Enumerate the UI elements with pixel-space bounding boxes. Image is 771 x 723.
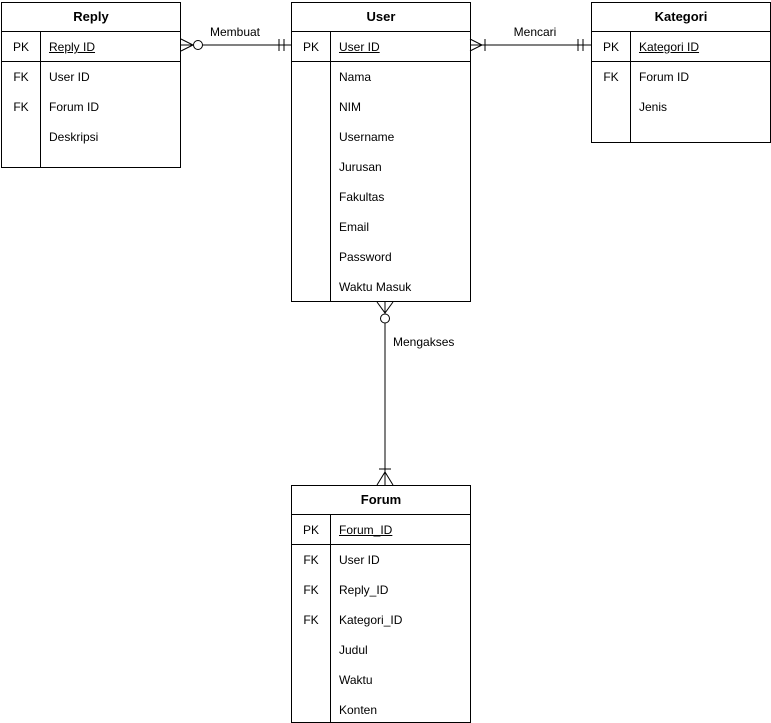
key-badge-empty bbox=[292, 665, 330, 695]
entity-kategori-title: Kategori bbox=[592, 3, 770, 32]
key-badge-empty bbox=[292, 242, 330, 272]
field-label: Waktu bbox=[339, 673, 373, 687]
entity-forum[interactable]: Forum PK Forum_ID FK FK FK User ID Reply… bbox=[291, 485, 471, 723]
pk-field-label: Kategori ID bbox=[639, 40, 700, 54]
entity-user-body: PK User ID Nama NIM Username Jurusan Fak… bbox=[292, 32, 470, 302]
connector-mengakses[interactable] bbox=[376, 301, 394, 486]
key-badge-empty bbox=[292, 212, 330, 242]
optional-circle-icon bbox=[380, 313, 390, 324]
relationship-label-membuat[interactable]: Membuat bbox=[197, 25, 273, 39]
field-label: Jenis bbox=[639, 100, 668, 114]
entity-reply-title: Reply bbox=[2, 3, 180, 32]
pk-field: Forum_ID bbox=[331, 515, 470, 545]
entity-reply[interactable]: Reply PK Reply ID FK FK User ID Forum ID… bbox=[1, 2, 181, 168]
field-label: NIM bbox=[339, 100, 361, 114]
field-label: Deskripsi bbox=[49, 130, 99, 144]
connector-membuat[interactable] bbox=[180, 38, 291, 52]
key-badge-empty bbox=[292, 62, 330, 92]
key-column bbox=[292, 62, 331, 302]
key-column: FK bbox=[592, 62, 631, 142]
field-label: Username bbox=[339, 130, 395, 144]
field-label: Judul bbox=[339, 643, 368, 657]
key-badge-empty bbox=[592, 92, 630, 122]
pk-field: Kategori ID bbox=[631, 32, 770, 62]
key-column: FK FK bbox=[2, 62, 41, 167]
fk-badge: FK bbox=[303, 553, 319, 567]
pk-badge: PK bbox=[292, 515, 331, 545]
key-badge-empty bbox=[292, 635, 330, 665]
field-label: Password bbox=[339, 250, 392, 264]
pk-badge: PK bbox=[592, 32, 631, 62]
field-label: Nama bbox=[339, 70, 372, 84]
field-label: Fakultas bbox=[339, 190, 385, 204]
entity-forum-title: Forum bbox=[292, 486, 470, 515]
fk-badge: FK bbox=[303, 613, 319, 627]
entity-kategori-body: PK Kategori ID FK Forum ID Jenis bbox=[592, 32, 770, 142]
fk-badge: FK bbox=[303, 583, 319, 597]
entity-user-title: User bbox=[292, 3, 470, 32]
field-label: User ID bbox=[339, 553, 380, 567]
key-badge-empty bbox=[292, 152, 330, 182]
pk-field-label: Reply ID bbox=[49, 40, 96, 54]
key-column: FK FK FK bbox=[292, 545, 331, 723]
pk-field: User ID bbox=[331, 32, 470, 62]
field-column: User ID Reply_ID Kategori_ID Judul Waktu… bbox=[331, 545, 470, 723]
crow-foot-many-icon bbox=[376, 471, 394, 486]
crow-foot-many-icon bbox=[469, 38, 484, 52]
field-label: Reply_ID bbox=[339, 583, 389, 597]
field-column: Nama NIM Username Jurusan Fakultas Email… bbox=[331, 62, 470, 302]
fk-badge: FK bbox=[13, 70, 29, 84]
double-tick-one-icon bbox=[577, 39, 584, 51]
optional-circle-icon bbox=[193, 40, 203, 50]
key-badge-empty bbox=[292, 182, 330, 212]
field-label: Jurusan bbox=[339, 160, 382, 174]
key-badge-empty bbox=[292, 695, 330, 723]
entity-reply-body: PK Reply ID FK FK User ID Forum ID Deskr… bbox=[2, 32, 180, 167]
field-label: Email bbox=[339, 220, 370, 234]
field-label: Konten bbox=[339, 703, 378, 717]
field-column: User ID Forum ID Deskripsi bbox=[41, 62, 180, 167]
crow-foot-many-icon bbox=[180, 38, 195, 52]
key-badge-empty bbox=[292, 122, 330, 152]
fk-badge: FK bbox=[603, 70, 619, 84]
field-label: Forum ID bbox=[49, 100, 100, 114]
pk-field: Reply ID bbox=[41, 32, 180, 62]
relationship-label-mencari[interactable]: Mencari bbox=[497, 25, 573, 39]
entity-forum-body: PK Forum_ID FK FK FK User ID Reply_ID Ka… bbox=[292, 515, 470, 723]
field-label: Forum ID bbox=[639, 70, 690, 84]
field-column: Forum ID Jenis bbox=[631, 62, 770, 142]
relationship-label-mengakses[interactable]: Mengakses bbox=[393, 335, 455, 349]
field-label: Waktu Masuk bbox=[339, 280, 412, 294]
pk-field-label: Forum_ID bbox=[339, 523, 393, 537]
pk-field-label: User ID bbox=[339, 40, 380, 54]
pk-badge: PK bbox=[2, 32, 41, 62]
connector-mencari[interactable] bbox=[469, 38, 591, 52]
key-badge-empty bbox=[292, 272, 330, 302]
field-label: Kategori_ID bbox=[339, 613, 403, 627]
pk-badge: PK bbox=[292, 32, 331, 62]
entity-kategori[interactable]: Kategori PK Kategori ID FK Forum ID Jeni… bbox=[591, 2, 771, 143]
key-badge-empty bbox=[2, 122, 40, 152]
field-label: User ID bbox=[49, 70, 90, 84]
crow-foot-many-icon bbox=[376, 301, 394, 314]
key-badge-empty bbox=[292, 92, 330, 122]
entity-user[interactable]: User PK User ID Nama NIM Username Jurusa… bbox=[291, 2, 471, 302]
double-tick-one-icon bbox=[278, 39, 285, 51]
fk-badge: FK bbox=[13, 100, 29, 114]
